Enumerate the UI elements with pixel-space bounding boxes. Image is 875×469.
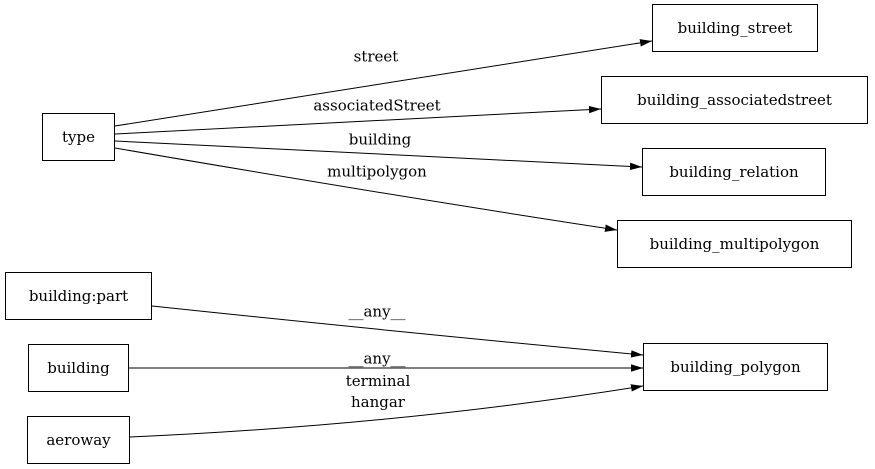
edge-label-line: terminal [345,372,411,390]
node-building_relation: building_relation [642,148,826,196]
node-building: building [28,344,129,392]
node-building_street: building_street [652,4,818,52]
edge-label-type-to-building_associatedstreet: associatedStreet [313,96,440,117]
edge-type-to-building_street [114,39,653,127]
edge-label-line: associatedStreet [313,96,441,115]
edge-label-line: street [353,47,399,66]
node-building_associatedstreet: building_associatedstreet [601,76,868,124]
node-building_multipolygon: building_multipolygon [617,220,852,268]
node-type: type [42,113,115,161]
edge-label-building-to-building_polygon: __any__ [348,349,405,370]
node-building_part: building:part [5,272,152,320]
node-building_polygon: building_polygon [643,343,828,391]
edge-label-line: hangar [351,393,405,411]
edge-label-line: building [348,130,412,149]
edge-label-aeroway-to-building_polygon: terminal hangar [346,371,411,413]
edge-label-line: __any__ [348,302,406,321]
edge-type-to-building_associatedstreet [114,105,602,135]
edge-label-line: multipolygon [327,162,427,181]
node-aeroway: aeroway [27,416,130,464]
edge-label-building_part-to-building_polygon: __any__ [348,302,405,323]
edge-label-line: __any__ [348,349,406,368]
edge-type-to-building_relation [114,140,643,171]
edge-label-type-to-building_multipolygon: multipolygon [327,162,427,183]
edge-aeroway-to-building_polygon [129,384,644,438]
edge-label-type-to-building_relation: building [349,130,412,151]
edge-type-to-building_multipolygon [114,147,618,232]
edge-label-type-to-building_street: street [354,47,399,68]
edge-building_part-to-building_polygon [151,305,644,358]
